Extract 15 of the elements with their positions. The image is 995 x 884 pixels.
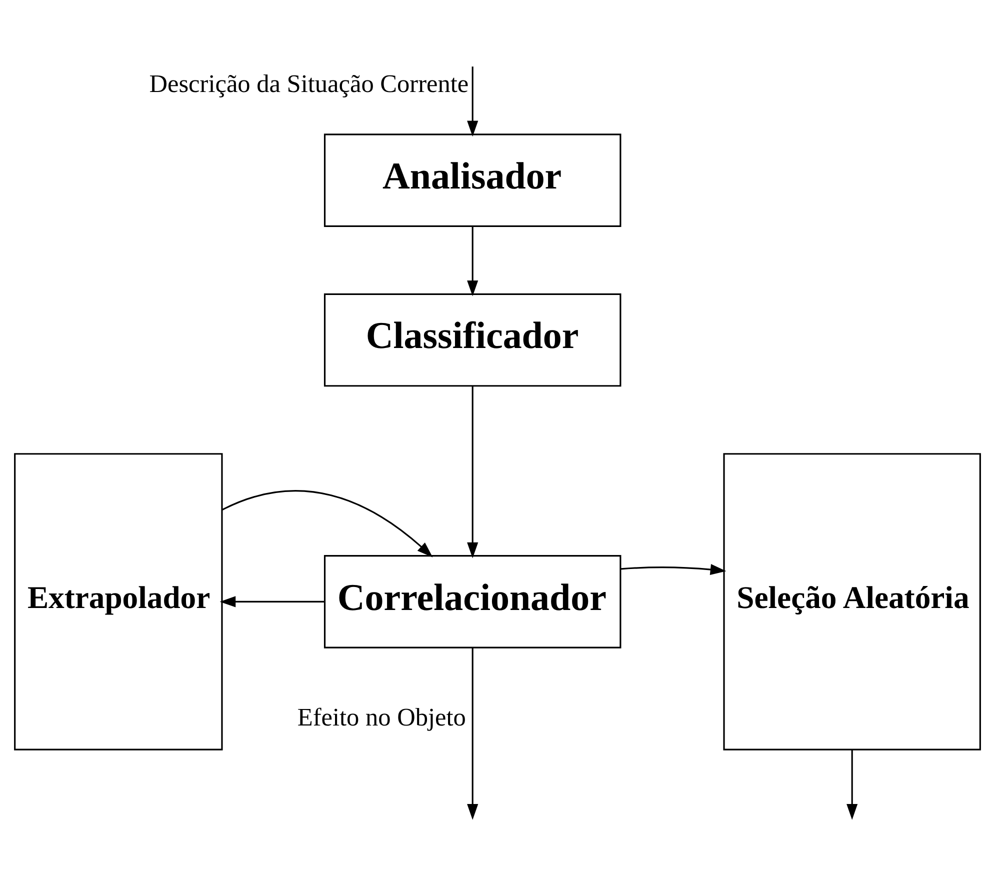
arrow <box>220 596 324 608</box>
arrow <box>467 66 478 137</box>
node-box: Extrapolador <box>14 453 223 750</box>
node-box: Analisador <box>324 134 622 227</box>
arrow <box>620 564 726 576</box>
arrow <box>467 386 478 558</box>
edge-label: Efeito no Objeto <box>297 703 466 732</box>
arrow <box>467 648 478 820</box>
node-box: Seleção Aleatória <box>723 453 981 750</box>
node-box: Correlacionador <box>324 555 622 648</box>
arrow <box>222 490 433 558</box>
arrow <box>467 226 478 296</box>
edge-label: Descrição da Situação Corrente <box>149 70 469 98</box>
arrow <box>846 750 858 820</box>
node-box: Classificador <box>324 293 622 387</box>
